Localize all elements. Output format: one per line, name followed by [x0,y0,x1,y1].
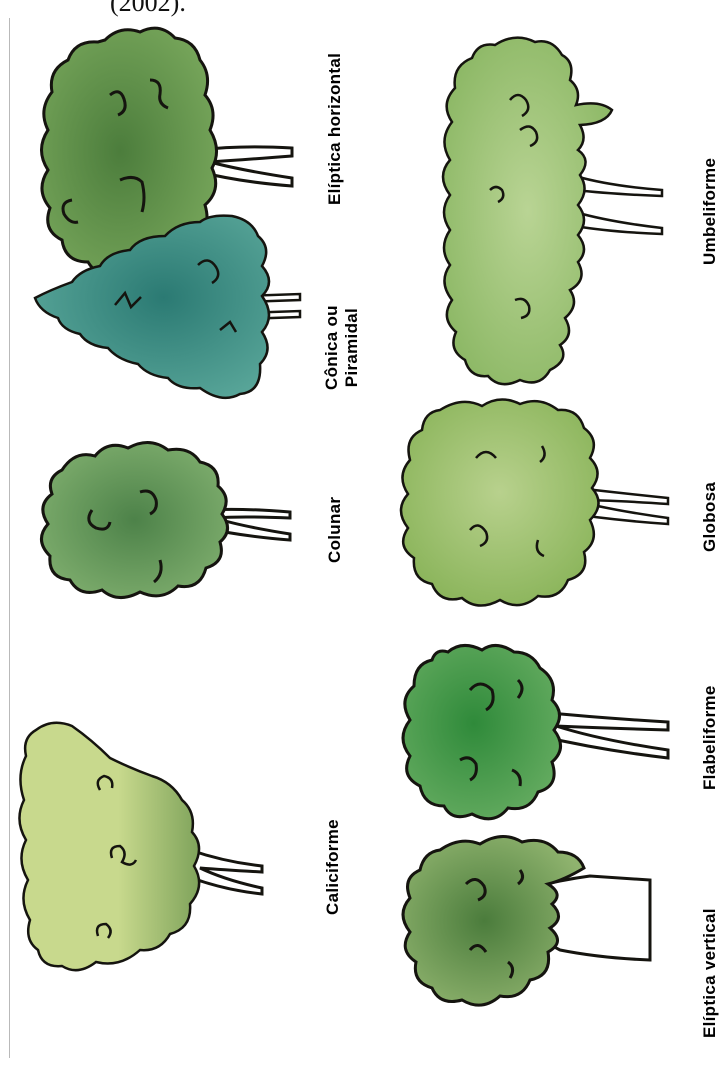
label-eliptica-horizontal: Elíptica horizontal [325,53,345,205]
trunk [575,176,662,234]
crown [403,645,561,818]
crown [41,442,227,597]
tree-umbeliforme [443,38,662,385]
label-globosa: Globosa [700,482,720,552]
label-conica-piramidal: Cônica ou Piramidal [322,305,362,390]
crown [443,38,612,385]
label-colunar: Colunar [325,497,345,563]
label-flabeliforme: Flabeliforme [700,685,720,790]
label-umbeliforme: Umbeliforme [700,158,720,265]
crown [403,836,584,1005]
crown [401,399,599,605]
tree-caliciforme [19,723,262,970]
label-eliptica-vertical: Elíptica vertical [700,908,720,1038]
label-caliciforme: Caliciforme [323,819,343,915]
tree-eliptica-vertical [403,836,650,1005]
tree-flabeliforme [403,645,668,818]
tree-globosa [401,399,668,605]
trunk [190,850,262,894]
tree-colunar [41,442,290,597]
